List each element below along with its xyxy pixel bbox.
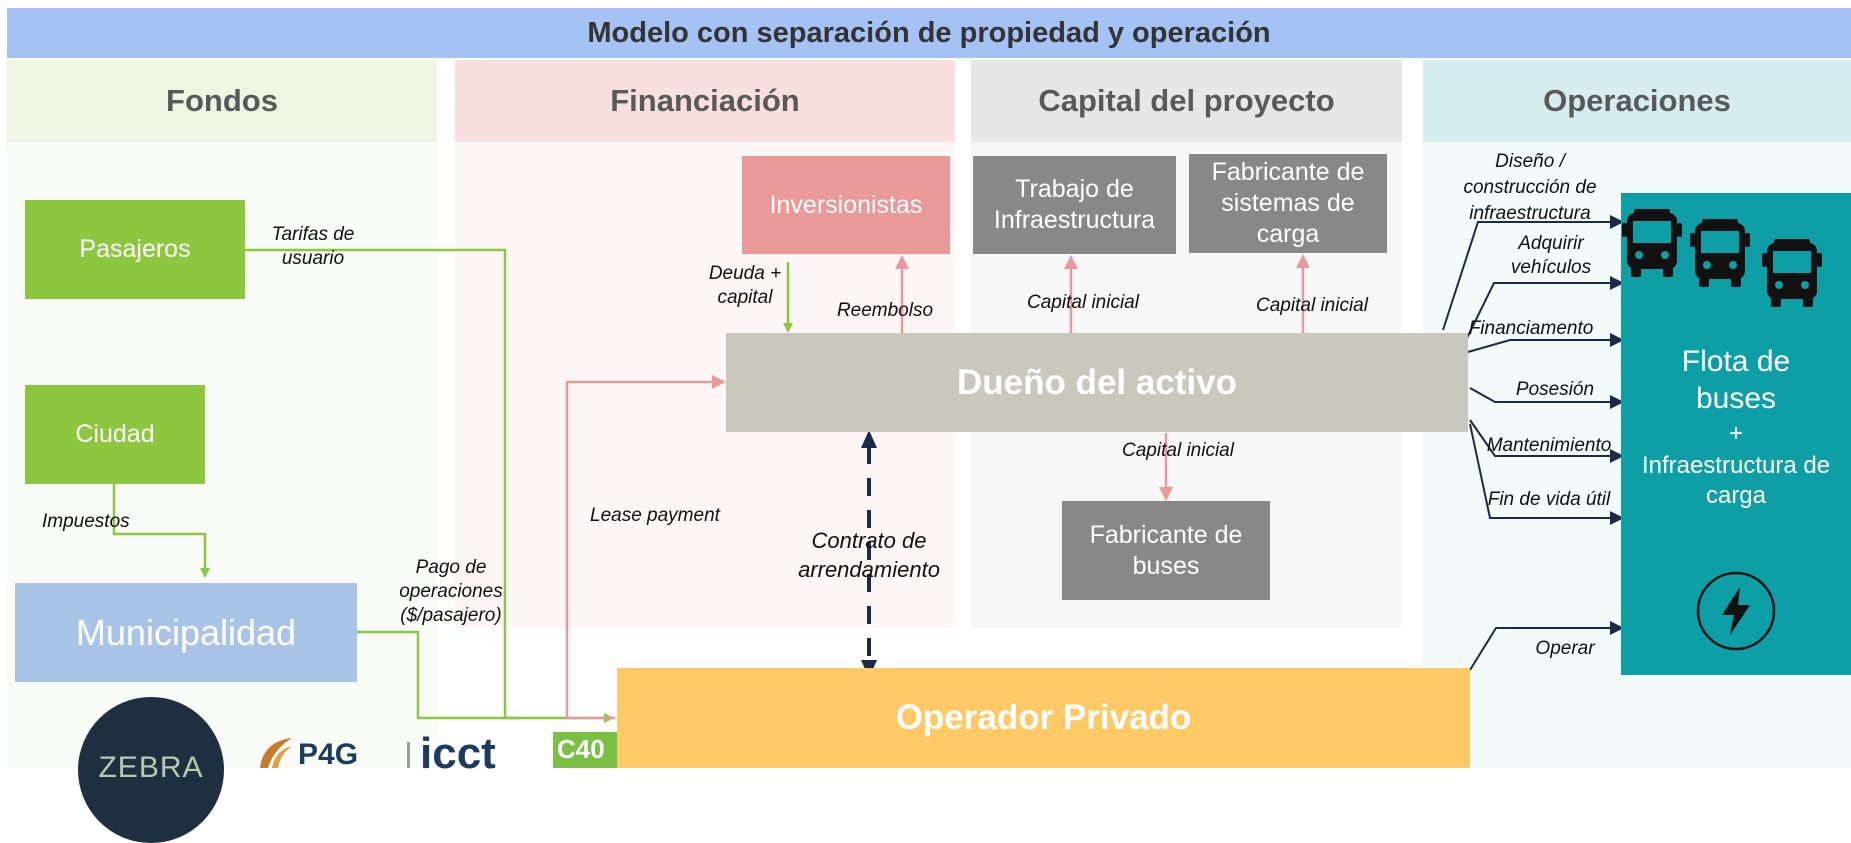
- bus-icon: [1762, 239, 1822, 307]
- node-ciudad: Ciudad: [25, 385, 205, 484]
- label-operar: Operar: [1535, 638, 1595, 659]
- node-trabajo-infraestructura: Trabajo de Infraestructura: [973, 156, 1176, 254]
- infra-carga-label: Infraestructura de carga: [1641, 452, 1831, 509]
- node-municipalidad: Municipalidad: [15, 583, 357, 682]
- bus-icon: [1622, 209, 1682, 277]
- node-inversionistas: Inversionistas: [742, 156, 950, 254]
- label-contrato: Contrato de arrendamiento: [798, 528, 940, 582]
- bus-icon: [1690, 219, 1750, 287]
- label-lease-payment: Lease payment: [590, 505, 720, 526]
- diagram-title: Modelo con separación de propiedad y ope…: [587, 16, 1271, 49]
- label-posesion: Posesión: [1515, 379, 1595, 400]
- label-tarifas: Tarifas de usuario: [271, 224, 355, 269]
- label-capital-inicial-3: Capital inicial: [1122, 440, 1234, 461]
- node-fabricante-buses: Fabricante de buses: [1062, 501, 1270, 600]
- logo-p4g-text: P4G: [298, 738, 359, 771]
- flota-label: Flota de buses: [1681, 345, 1791, 415]
- label-deuda-capital: Deuda + capital: [708, 263, 782, 308]
- connector-lines: [112, 215, 1624, 723]
- label-capital-inicial-2: Capital inicial: [1256, 295, 1368, 316]
- node-dueno-activo: Dueño del activo: [726, 333, 1468, 432]
- logo-divider: [407, 742, 410, 768]
- logo-c40-text: C40: [557, 734, 605, 764]
- logo-zebra: ZEBRA: [78, 697, 224, 843]
- plus-sign: +: [1728, 420, 1743, 447]
- p4g-leaf-icon: [260, 738, 292, 768]
- label-mantenimiento: Mantenimiento: [1486, 435, 1612, 456]
- logo-c40: C40: [553, 732, 617, 768]
- node-flota: Flota de buses + Infraestructura de carg…: [1621, 193, 1851, 675]
- node-operador-privado: Operador Privado: [617, 668, 1470, 768]
- logo-p4g: P4G: [254, 736, 384, 771]
- column-operaciones-header: Operaciones: [1423, 60, 1851, 142]
- bus-icons: [1622, 209, 1822, 307]
- node-fabricante-carga: Fabricante de sistemas de carga: [1189, 154, 1387, 253]
- label-adquirir: Adquirir vehículos: [1510, 233, 1592, 278]
- lightning-icon: [1696, 571, 1776, 651]
- label-fin-vida: Fin de vida útil: [1487, 489, 1611, 510]
- column-fondos-header: Fondos: [7, 60, 437, 142]
- label-capital-inicial-1: Capital inicial: [1027, 292, 1139, 313]
- label-impuestos: Impuestos: [42, 511, 130, 532]
- flota-text: Flota de buses + Infraestructura de carg…: [1621, 343, 1851, 511]
- logo-zebra-text: ZEBRA: [98, 751, 204, 784]
- column-financiacion-header: Financiación: [455, 60, 955, 142]
- label-diseno: Diseño / construcción de infraestructura: [1463, 151, 1597, 224]
- label-pago-operaciones: Pago de operaciones ($/pasajero): [399, 557, 503, 626]
- label-reembolso: Reembolso: [836, 300, 934, 321]
- diagram-title-bar: Modelo con separación de propiedad y ope…: [7, 8, 1851, 58]
- label-financiamento: Financiamento: [1468, 318, 1594, 339]
- node-pasajeros: Pasajeros: [25, 200, 245, 299]
- column-capital-header: Capital del proyecto: [971, 60, 1402, 142]
- logo-icct: icct: [420, 729, 496, 778]
